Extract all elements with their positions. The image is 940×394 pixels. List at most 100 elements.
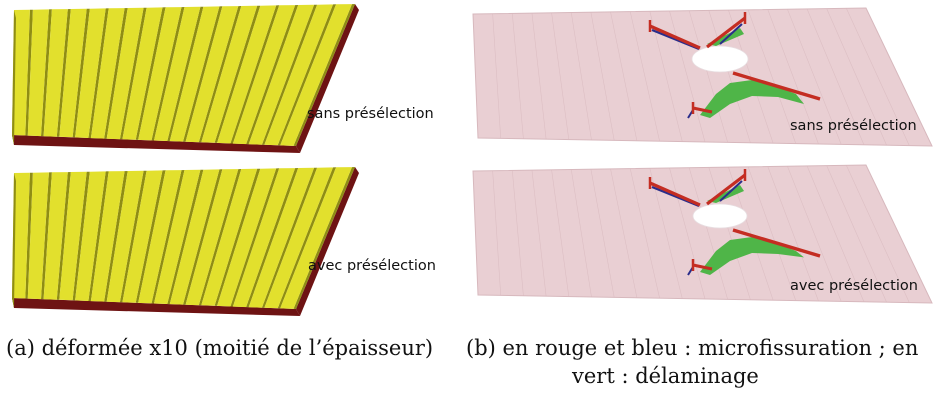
lamella-side <box>293 4 355 146</box>
laminate-plate <box>472 7 933 147</box>
lamella-side <box>246 168 299 308</box>
lamella <box>185 169 239 306</box>
lamella <box>75 8 106 139</box>
microcrack-red <box>706 16 746 49</box>
lamella-line <box>688 167 728 300</box>
lamella-line <box>570 12 592 141</box>
lamella <box>248 4 315 145</box>
lamella-line <box>492 13 501 139</box>
lamella <box>169 169 220 305</box>
lamella <box>43 172 68 300</box>
lamella-side <box>88 8 109 139</box>
lamella-side <box>151 7 185 141</box>
lamella <box>106 170 144 303</box>
lamella <box>106 7 144 140</box>
lamella-line <box>787 166 842 302</box>
lamella-side <box>277 167 337 309</box>
laminate-plate <box>472 164 933 304</box>
lamella-line <box>846 8 910 146</box>
lamella-side <box>56 9 71 137</box>
lamella-side <box>246 5 299 145</box>
lamella-line <box>787 9 842 145</box>
lamella <box>232 168 296 308</box>
panel-b-bottom-label: avec présélection <box>790 278 918 294</box>
lamella <box>169 6 220 142</box>
lamella <box>280 167 352 309</box>
panel-a-bottom-plate <box>12 167 359 316</box>
lamella <box>154 169 201 304</box>
lamella-side <box>104 8 128 139</box>
caption-a: (a) déformée x10 (moitié de l’épaisseur) <box>6 336 434 360</box>
lamella <box>27 172 49 300</box>
lamella-line <box>610 168 638 298</box>
microcrack-red <box>649 181 701 207</box>
lamella-line <box>767 166 819 302</box>
lamella-side <box>214 5 261 143</box>
lamella-line <box>806 165 865 302</box>
plate-left-edge <box>12 173 16 308</box>
lamella <box>138 170 182 304</box>
lamella-line <box>610 11 638 141</box>
lamella-line <box>551 169 570 297</box>
lamella-line <box>649 11 683 142</box>
lamella <box>217 168 277 307</box>
microcrack-red <box>692 106 713 114</box>
lamella <box>90 8 125 139</box>
microcrack-red <box>649 24 701 50</box>
lamella-line <box>669 167 706 300</box>
plate-base-side <box>296 167 359 316</box>
lamella-line <box>512 170 524 296</box>
lamella-line <box>551 12 570 140</box>
lamella-line <box>846 165 910 303</box>
lamella-line <box>649 168 683 299</box>
lamella-side <box>72 8 90 138</box>
lamella <box>185 6 239 143</box>
microcrack-red <box>692 263 713 271</box>
lamella-side <box>167 6 204 142</box>
microcrack-blue <box>719 23 743 45</box>
panel-a-top-label: sans présélection <box>307 106 434 122</box>
lamella-line <box>590 12 615 141</box>
lamella-line <box>590 169 615 298</box>
lamella-line <box>492 170 501 296</box>
lamella <box>75 171 106 301</box>
lamella-side <box>56 172 71 300</box>
lamella-side <box>72 171 90 301</box>
lamella-line <box>629 11 660 142</box>
lamella <box>154 6 201 142</box>
microcrack-red <box>706 173 746 206</box>
lamella <box>59 171 87 301</box>
lamella-side <box>119 170 147 303</box>
lamella <box>201 5 258 143</box>
lamella-line <box>806 8 865 145</box>
caption-b-line1: (b) en rouge et bleu : microfissuration … <box>466 336 919 360</box>
lamella <box>264 167 333 309</box>
lamella <box>122 7 163 140</box>
lamella-side <box>261 167 318 308</box>
plate-base-layer <box>12 298 300 316</box>
lamella <box>264 4 333 146</box>
lamella-side <box>135 170 166 303</box>
lamella-side <box>151 170 185 304</box>
lamella-side <box>25 172 33 299</box>
lamella-side <box>198 169 242 306</box>
panel-b-top-label: sans présélection <box>790 118 917 134</box>
lamella-line <box>826 165 887 303</box>
panel-a-top-plate <box>12 4 359 153</box>
lamella-side <box>183 6 223 142</box>
panel-b-top-plate <box>472 7 933 147</box>
lamella-side <box>25 9 33 136</box>
lamella-side <box>88 171 109 302</box>
lamella-side <box>261 4 318 145</box>
lamella <box>201 168 258 306</box>
lamella-line <box>708 10 751 143</box>
lamella-side <box>119 7 147 140</box>
caption-b-line2: vert : délaminage <box>572 364 759 388</box>
lamella-line <box>708 167 751 300</box>
central-hole <box>692 203 748 229</box>
lamella <box>27 9 49 137</box>
lamella <box>138 7 182 141</box>
plate-base-layer <box>12 135 300 153</box>
microcrack-red <box>732 228 821 258</box>
